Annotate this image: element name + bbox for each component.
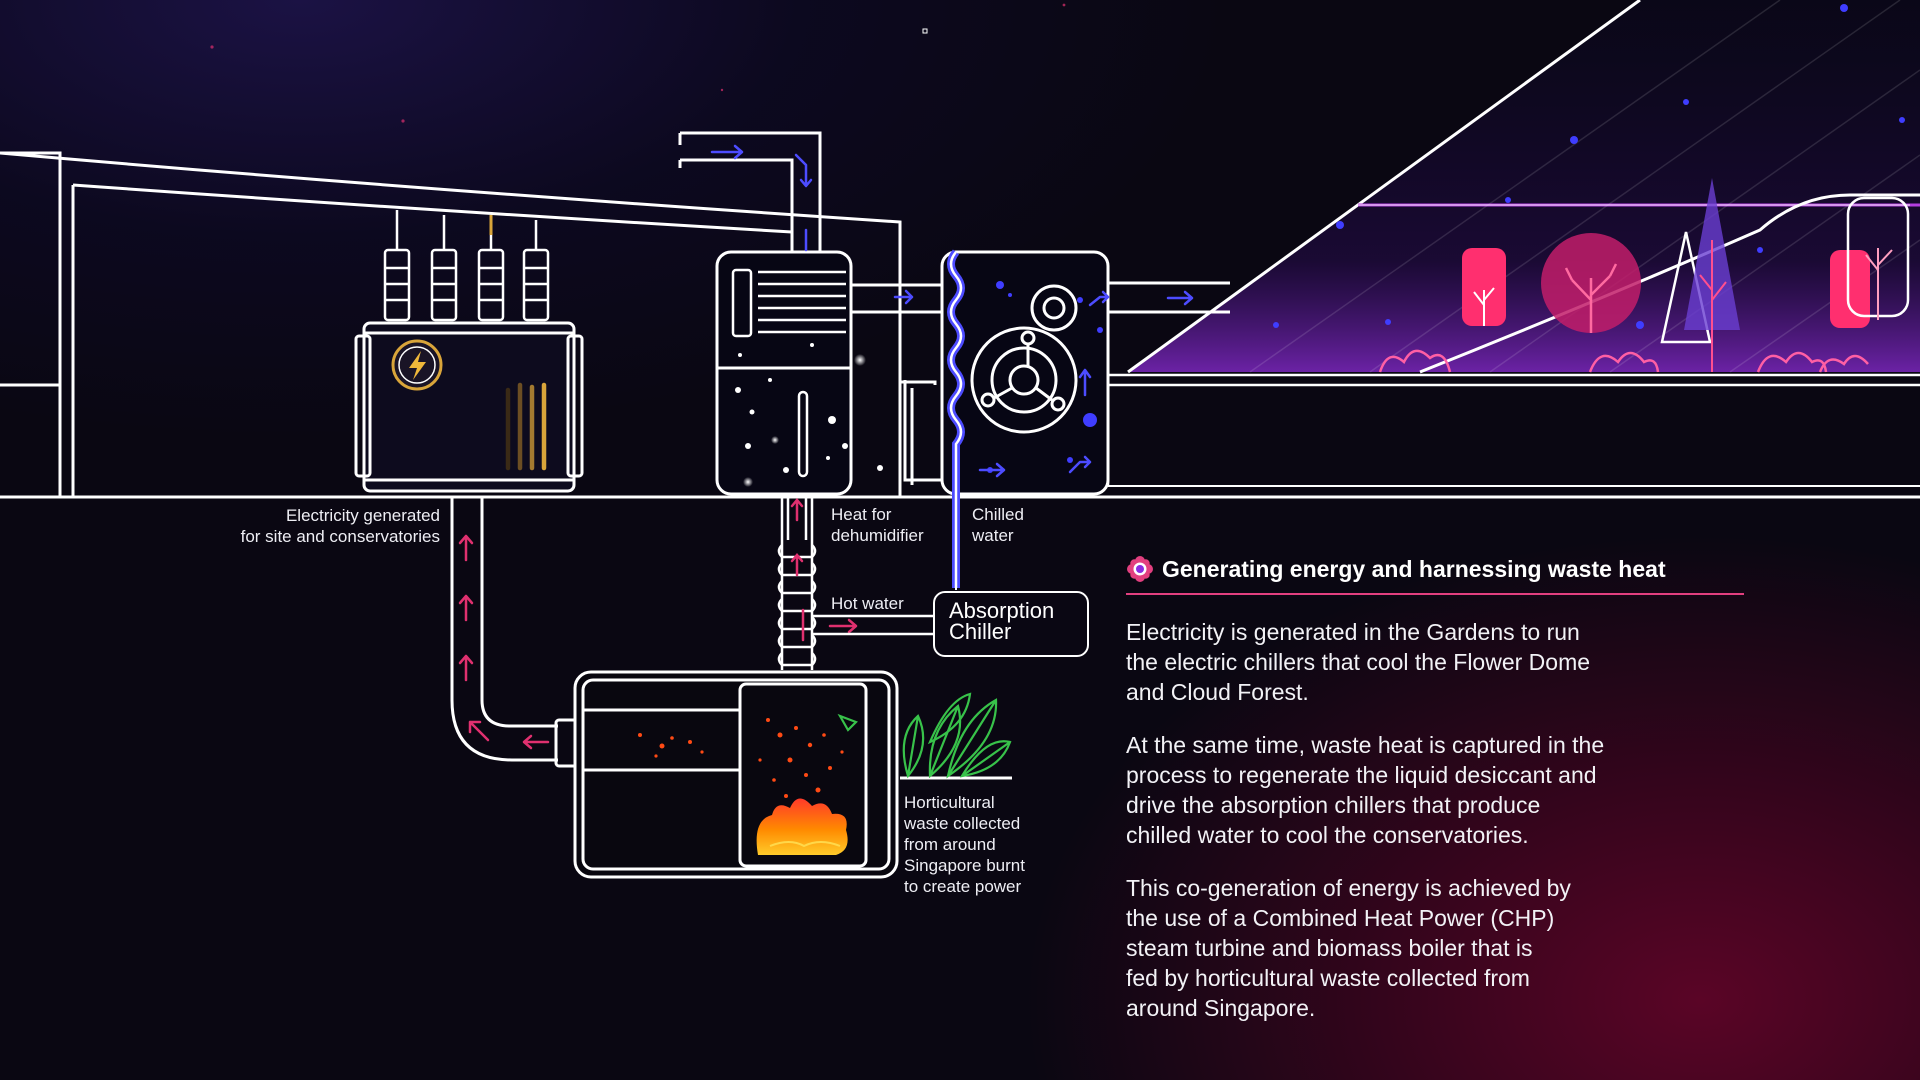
flower-icon [1127,556,1153,582]
label-chilled-water: Chilled water [972,505,1024,545]
pink-flow-arrows [458,534,858,750]
lightning-icon [391,339,443,391]
panel-paragraph: At the same time, waste heat is captured… [1126,732,1605,848]
dehumidifier-particles [735,343,883,487]
label-electricity: Electricity generated for site and conse… [240,506,440,546]
transformer [354,210,584,493]
background-stars [210,3,1066,123]
leaves-icon [837,692,1012,780]
basement-wall [1106,373,1920,486]
transformer-vents [505,382,547,471]
chiller-unit [940,250,1110,496]
panel-paragraph: This co-generation of energy is achieved… [1126,875,1571,1021]
panel-header: Generating energy and harnessing waste h… [1126,551,1746,587]
pink-shrub [1462,248,1506,326]
riser-pink-arrows [790,498,805,642]
info-panel: Generating energy and harnessing waste h… [1126,551,1746,1046]
label-horticultural-waste: Horticultural waste collected from aroun… [904,793,1025,896]
building-outline [0,151,945,497]
fire-icon [756,798,848,855]
label-hot-water: Hot water [831,594,904,613]
panel-paragraph: Electricity is generated in the Gardens … [1126,619,1591,705]
chiller-particles [987,281,1103,473]
boiler-embers [638,718,844,807]
blue-flow-arrows [710,144,1194,478]
label-heat-dehumidifier: Heat for dehumidifier [831,505,924,545]
absorption-chiller-box: Absorption Chiller [933,591,1089,657]
panel-divider [1126,593,1744,595]
dehumidifier [678,131,853,496]
conservatory-dome [1127,0,1920,374]
duct-connectors [851,281,1230,314]
panel-title: Generating energy and harnessing waste h… [1162,556,1666,582]
star-dot [922,28,928,34]
biomass-boiler [573,670,899,879]
